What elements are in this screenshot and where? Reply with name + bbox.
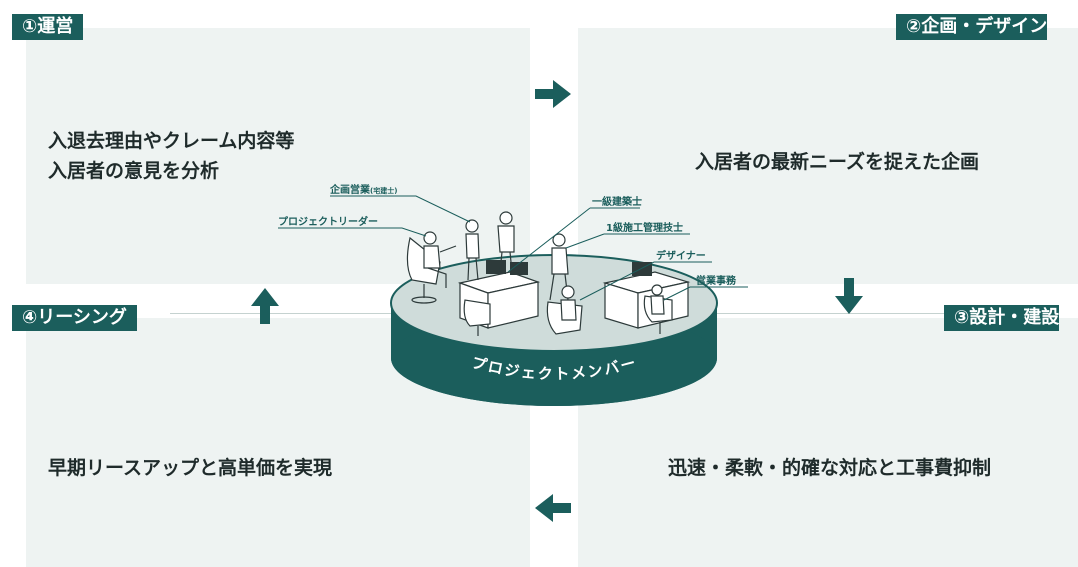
connector-construction: [700, 313, 944, 314]
leader-line-sales: [330, 195, 471, 223]
role-label-architect: 一級建築士: [592, 197, 642, 208]
planning-text: 入居者の最新ニーズを捉えた企画: [695, 151, 980, 173]
chair-desk-left: [463, 299, 491, 336]
connector-leasing: [170, 313, 400, 314]
construction-text: 迅速・柔軟・的確な対応と工事費抑制: [668, 457, 992, 479]
leader-line-designer: [579, 261, 712, 301]
operations-text: 入退去理由やクレーム内容等 入居者の意見を分析: [48, 126, 294, 186]
leader-line-architect: [507, 207, 640, 273]
leader-line-leader: [278, 227, 427, 237]
leader-line-office: [663, 286, 748, 301]
panel-operations: [26, 28, 530, 284]
role-label-designer: デザイナー: [656, 251, 706, 262]
badge-operations: ①運営: [12, 14, 84, 40]
operations-line-1: 入退去理由やクレーム内容等: [48, 130, 295, 152]
role-label-construction: 1級施工管理技士: [606, 223, 683, 234]
leasing-text: 早期リースアップと高単価を実現: [48, 457, 333, 479]
person-designer: [560, 285, 577, 321]
badge-design-construction: ③設計・建設: [944, 305, 1060, 331]
panel-planning-design: [578, 28, 1078, 284]
operations-line-2: 入居者の意見を分析: [48, 160, 220, 182]
role-label-office: 営業事務: [696, 276, 736, 287]
person-construction: [549, 233, 569, 301]
role-label-sales: 企画営業(宅建士): [330, 181, 397, 196]
role-sales-note: (宅建士): [370, 187, 398, 195]
arrow-right-icon: [535, 80, 571, 108]
role-label-leader: プロジェクトリーダー: [278, 217, 378, 228]
arrow-up-icon: [251, 288, 279, 324]
person-sales: [465, 219, 480, 281]
person-office: [650, 284, 665, 315]
leader-line-construction: [565, 233, 690, 249]
arrow-down-icon: [835, 278, 863, 314]
badge-leasing: ④リーシング: [12, 305, 137, 331]
badge-planning-design: ②企画・デザイン: [896, 14, 1048, 40]
person-leader: [423, 231, 457, 288]
person-architect: [497, 211, 515, 273]
role-sales-name: 企画営業: [330, 185, 370, 196]
arrow-left-icon: [535, 494, 571, 522]
